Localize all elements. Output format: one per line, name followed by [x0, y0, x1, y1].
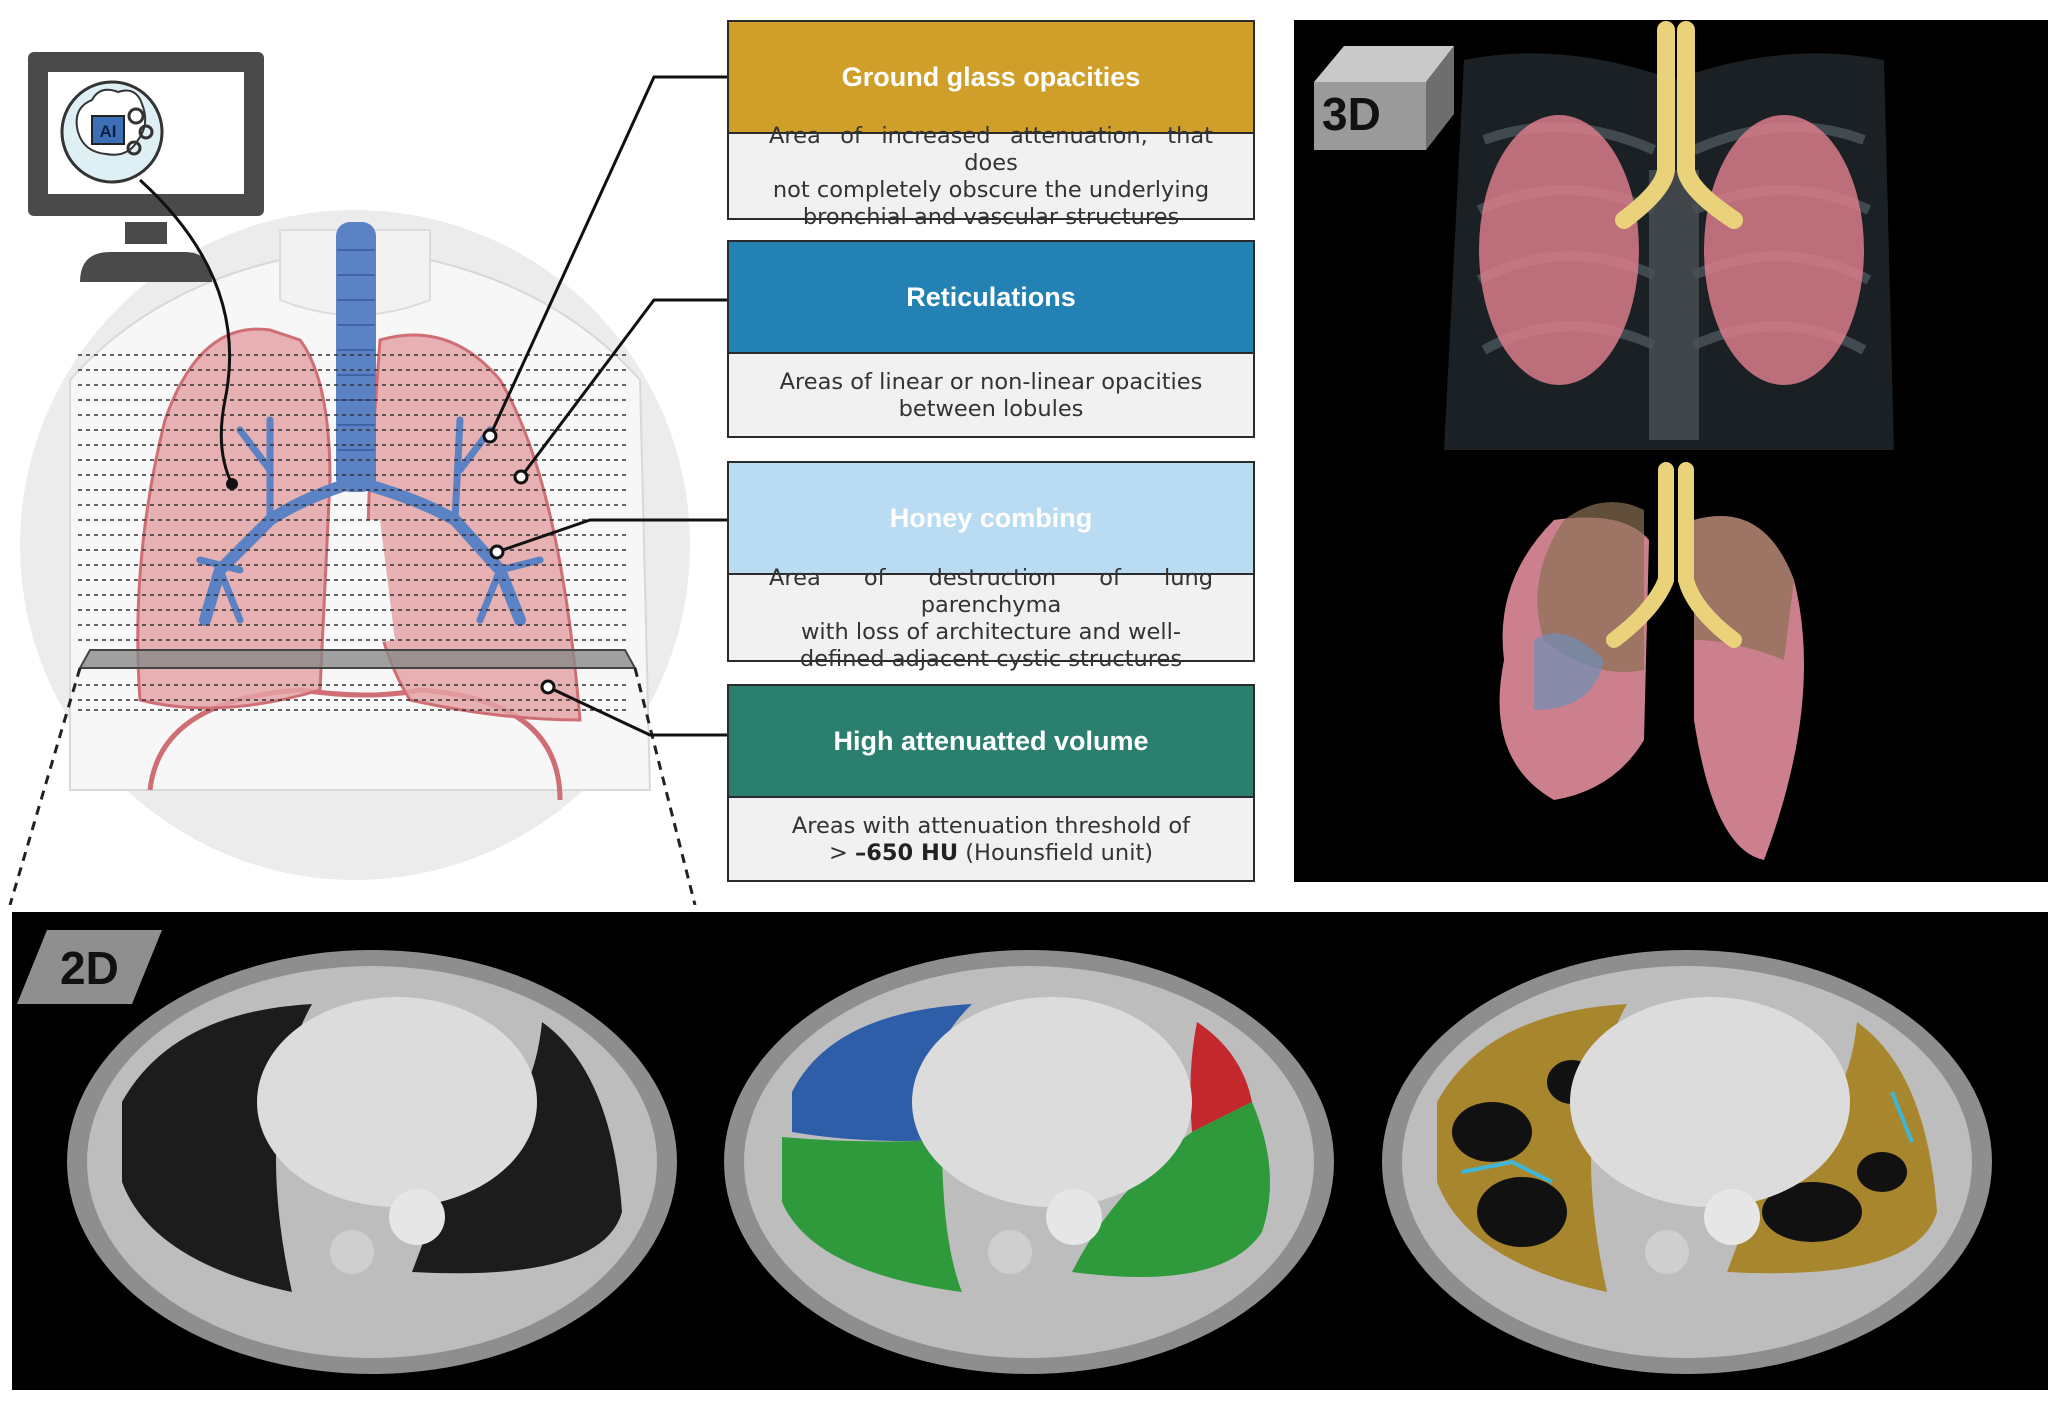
selected-slice-plane — [78, 649, 637, 669]
render-trachea — [1615, 21, 1743, 229]
term-title-ground-glass: Ground glass opacities — [729, 22, 1253, 134]
ct-segment-right-lower — [782, 1137, 962, 1292]
ct-vertebra — [330, 1230, 374, 1274]
gear-icon — [126, 140, 142, 156]
render-chest-3d — [1444, 21, 1894, 450]
badge-3d: 3D — [1314, 46, 1454, 150]
term-title-reticulations: Reticulations — [729, 242, 1253, 354]
term-title-honey-combing: Honey combing — [729, 463, 1253, 575]
ct-slice-original — [67, 950, 677, 1374]
projection-line-right — [633, 667, 697, 905]
monitor-stand — [80, 252, 212, 282]
panel-3d: 3D — [1294, 20, 2048, 882]
term-box-reticulations: Reticulations Areas of linear or non-lin… — [727, 240, 1255, 438]
definition-text: Area of increased attenuation, that does… — [769, 123, 1213, 230]
ai-chip-label: AI — [100, 122, 117, 141]
render-airway — [1606, 462, 1742, 648]
ai-computer: AI — [28, 52, 264, 282]
ai-chip-icon — [91, 115, 125, 145]
mediastinum — [330, 520, 395, 650]
ct-vertebra — [988, 1230, 1032, 1274]
leader-lines — [488, 75, 727, 737]
ct-slice-segmented — [724, 950, 1334, 1374]
ct-aorta — [389, 1189, 445, 1245]
ai-connector-dot — [226, 478, 238, 490]
term-definition-high-attenuated-volume: Areas with attenuation threshold of > –6… — [729, 798, 1253, 882]
term-definition-reticulations: Areas of linear or non-linear opacities … — [729, 354, 1253, 438]
right-lung — [136, 327, 332, 710]
diaphragm — [147, 687, 563, 801]
render-lungs-3d — [1499, 462, 1804, 860]
lungs — [136, 327, 582, 722]
term-title-high-attenuated-volume: High attenuatted volume — [729, 686, 1253, 798]
definition-threshold: > –650 HU (Hounsfield unit) — [828, 840, 1154, 866]
badge-3d-label: 3D — [1322, 88, 1381, 140]
ct-overlay-dark-regions — [1452, 1060, 1907, 1247]
threshold-value: –650 HU — [854, 840, 959, 866]
render-right-lung — [1479, 115, 1639, 385]
ct-segment-left-upper — [1190, 1022, 1252, 1132]
ct-heart — [257, 997, 537, 1207]
leader-dots — [482, 428, 556, 695]
definition-text: Areas of linear or non-linear opacities … — [779, 369, 1203, 422]
ct-vertebra — [1645, 1230, 1689, 1274]
monitor-neck — [125, 222, 167, 244]
gear-icon — [138, 124, 154, 140]
badge-2d-label: 2D — [60, 942, 119, 994]
trachea — [336, 222, 376, 492]
definition-text: Areas with attenuation threshold of — [791, 813, 1191, 839]
badge-2d: 2D — [17, 930, 162, 1004]
render-left-lung — [1704, 115, 1864, 385]
definition-text: Area of destruction of lung parenchyma w… — [769, 564, 1213, 672]
ct-heart — [912, 997, 1192, 1207]
ct-aorta — [1704, 1189, 1760, 1245]
lung-illustration: AI — [8, 52, 727, 905]
ct-aorta — [1046, 1189, 1102, 1245]
ct-slice-lines — [78, 354, 630, 711]
ct-segment-left-lower — [1072, 1102, 1270, 1277]
term-box-high-attenuated-volume: High attenuatted volume Areas with atten… — [727, 684, 1255, 882]
ct-slice-texture-analysis — [1382, 950, 1992, 1374]
panel-2d: 2D — [12, 912, 2048, 1390]
ai-connector-line — [138, 178, 234, 485]
term-box-ground-glass: Ground glass opacities Area of increased… — [727, 20, 1255, 230]
gear-icon — [127, 107, 145, 125]
term-definition-honey-combing: Area of destruction of lung parenchyma w… — [729, 565, 1253, 672]
term-box-honey-combing: Honey combing Area of destruction of lun… — [727, 461, 1255, 672]
ct-heart — [1570, 997, 1850, 1207]
term-definition-ground-glass: Area of increased attenuation, that does… — [729, 123, 1253, 230]
